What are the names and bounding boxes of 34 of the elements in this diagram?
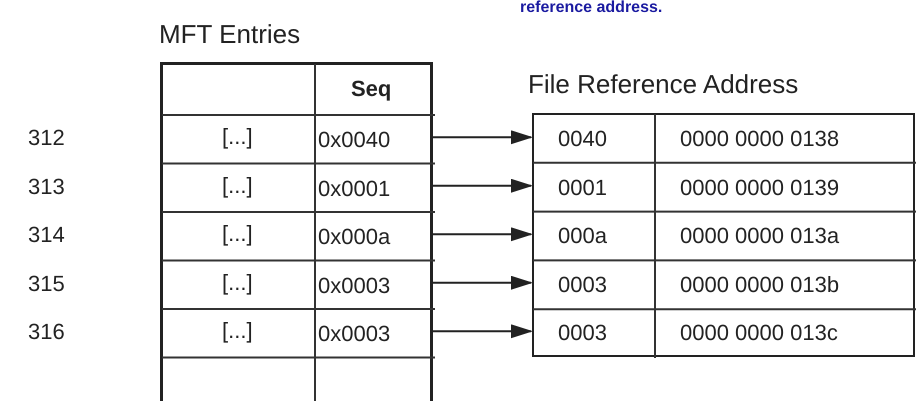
row-number: 313	[28, 176, 65, 198]
placeholder-text: [...]	[222, 174, 253, 196]
arrow	[433, 324, 533, 338]
row-number: 315	[28, 272, 65, 294]
sequence-number: 0003	[558, 274, 607, 296]
sequence-number: 0001	[558, 176, 607, 198]
sequence-value: 0x0003	[318, 323, 390, 345]
entry-number: 0000 0000 013a	[680, 225, 840, 247]
placeholder-text: [...]	[222, 126, 253, 148]
entry-number: 0000 0000 0139	[680, 176, 840, 198]
arrow	[433, 227, 533, 242]
table-title: MFT Entries	[159, 21, 300, 47]
row-number: 314	[28, 224, 65, 246]
caption-text: reference address.	[520, 0, 662, 16]
placeholder-text: [...]	[222, 272, 253, 294]
arrow	[433, 276, 533, 290]
arrow	[433, 178, 533, 193]
entry-number: 0000 0000 0138	[680, 128, 840, 150]
placeholder-text: [...]	[222, 320, 253, 342]
sequence-value: 0x0003	[318, 274, 390, 296]
entry-number: 0000 0000 013b	[680, 274, 840, 296]
sequence-value: 0x0040	[318, 129, 390, 151]
arrow	[433, 130, 533, 144]
placeholder-text: [...]	[222, 223, 253, 245]
row-number: 312	[28, 127, 65, 149]
sequence-value: 0x000a	[318, 226, 390, 248]
entry-number: 0000 0000 013c	[680, 322, 838, 344]
sequence-value: 0x0001	[318, 178, 390, 200]
sequence-number: 0003	[558, 322, 607, 344]
row-number: 316	[28, 321, 65, 343]
sequence-number: 000a	[558, 225, 607, 247]
table-title: File Reference Address	[528, 71, 798, 97]
sequence-number: 0040	[558, 128, 607, 150]
column-header: Seq	[351, 78, 392, 100]
